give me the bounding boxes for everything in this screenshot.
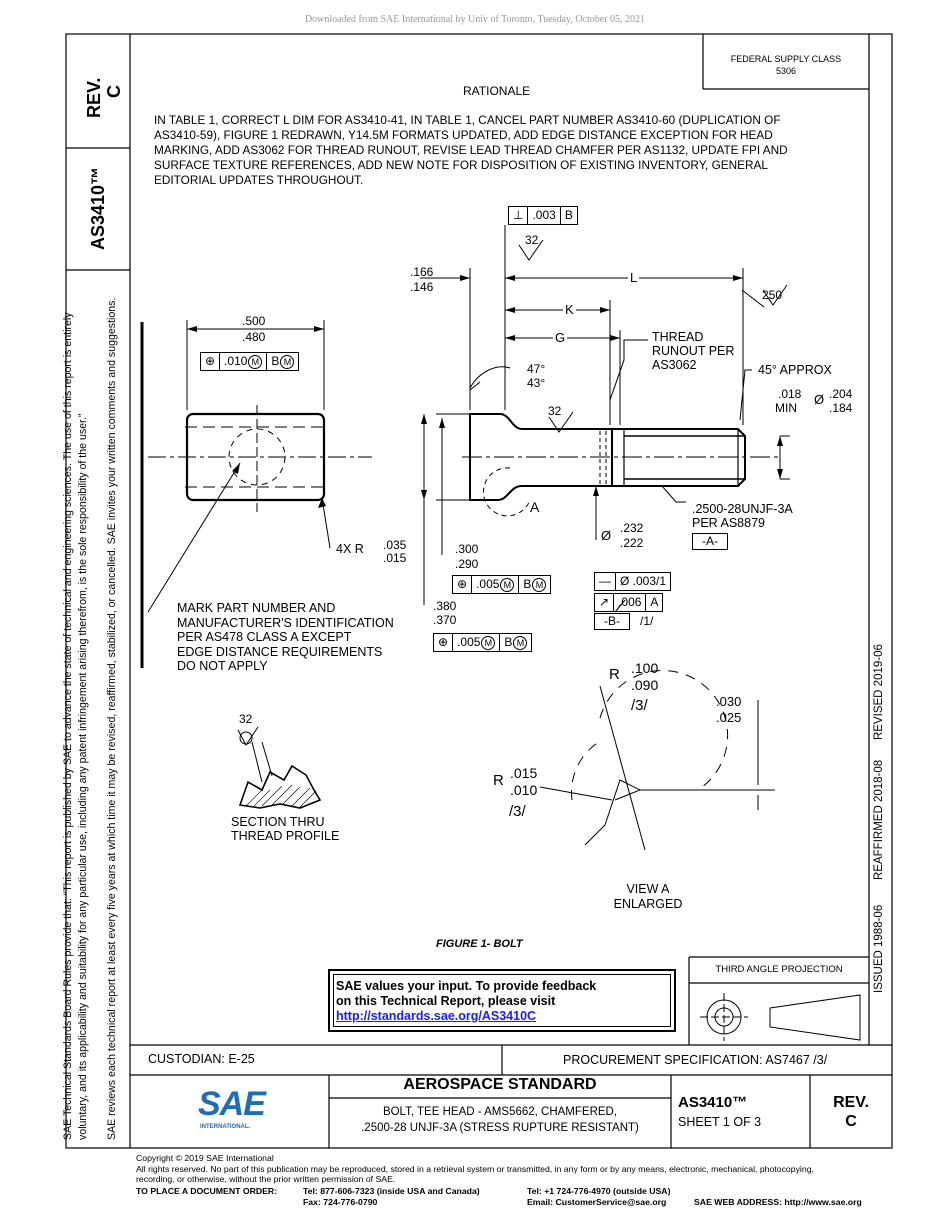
dim-500: .500 <box>242 314 266 328</box>
tel-us: Tel: 877-606-7323 (inside USA and Canada… <box>303 1186 480 1196</box>
copyright: Copyright © 2019 SAE International <box>136 1153 274 1163</box>
third-angle-projection-icon <box>700 995 860 1040</box>
fsc-label: FEDERAL SUPPLY CLASS <box>730 54 842 64</box>
thread-spec: .2500-28UNJF-3A <box>692 502 793 516</box>
dia-232: .232 <box>620 521 644 535</box>
projection-label: THIRD ANGLE PROJECTION <box>715 964 843 975</box>
feedback-line-1: SAE values your input. To provide feedba… <box>336 979 597 993</box>
description-line-1: BOLT, TEE HEAD - AMS5662, CHAMFERED, <box>382 1106 618 1118</box>
r-015b: .015 <box>510 765 538 781</box>
feedback-box: SAE values your input. To provide feedba… <box>328 969 676 1032</box>
rev-label: REV. <box>833 1094 869 1111</box>
dia-symbol-204: Ø <box>814 392 825 407</box>
description-line-2: .2500-28 UNJF-3A (STRESS RUPTURE RESISTA… <box>361 1122 639 1134</box>
dim-480: .480 <box>242 330 266 344</box>
dia-204: .204 <box>829 387 853 401</box>
approx-45: 45° APPROX <box>758 363 832 377</box>
dim-146: .146 <box>410 280 434 294</box>
thread-runout-note: THREAD RUNOUT PER AS3062 <box>652 330 735 372</box>
angle-47: 47° <box>527 362 546 376</box>
r-090: .090 <box>631 677 659 693</box>
dia-222: .222 <box>620 536 644 550</box>
min-label: MIN <box>775 401 797 415</box>
rationale-text: IN TABLE 1, CORRECT L DIM FOR AS3410-41,… <box>154 113 788 187</box>
dim-025: .025 <box>716 710 742 725</box>
dia-184: .184 <box>829 401 853 415</box>
finish-32-shank: 32 <box>548 404 562 418</box>
mark-note: MARK PART NUMBER AND MANUFACTURER'S IDEN… <box>177 601 394 673</box>
straightness-fcf: —Ø .003/1 <box>594 572 672 591</box>
dim-300: .300 <box>455 542 479 556</box>
figure-caption: FIGURE 1- BOLT <box>436 938 523 950</box>
dim-290: .290 <box>455 557 479 571</box>
sae-logo: SAE INTERNATIONAL. <box>198 1085 266 1130</box>
view-a-callout: A <box>530 499 540 515</box>
datum-a-box: -A- <box>692 533 728 550</box>
custodian: CUSTODIAN: E-25 <box>148 1052 255 1066</box>
r-100: .100 <box>631 660 659 676</box>
note-1: /1/ <box>640 614 654 628</box>
tel-outside: Tel: +1 724-776-4970 (outside USA) <box>527 1186 671 1196</box>
finish-32-top: 32 <box>525 233 539 247</box>
dim-370: .370 <box>433 613 457 627</box>
note-3-b: /3/ <box>509 803 526 820</box>
procurement-spec: PROCUREMENT SPECIFICATION: AS7467 /3/ <box>563 1053 828 1067</box>
fax: Fax: 724-776-0790 <box>303 1197 378 1207</box>
thread-per: PER AS8879 <box>692 516 765 530</box>
section-label: SECTION THRU THREAD PROFILE <box>231 815 340 843</box>
datum-b-box: -B- <box>594 613 630 630</box>
dim-K: K <box>563 302 576 317</box>
doc-number: AS3410™ <box>678 1094 748 1111</box>
r-035: .035 <box>383 538 407 552</box>
min-018: .018 <box>778 387 802 401</box>
sheet-number: SHEET 1 OF 3 <box>678 1115 762 1129</box>
dim-380: .380 <box>433 599 457 613</box>
rationale-title: RATIONALE <box>463 84 531 98</box>
email[interactable]: Email: CustomerService@sae.org <box>527 1197 667 1207</box>
angle-43: 43° <box>527 376 546 390</box>
rights-line-1: All rights reserved. No part of this pub… <box>136 1163 814 1174</box>
note-3-a: /3/ <box>631 697 648 714</box>
view-a-label: VIEW A ENLARGED <box>613 882 683 911</box>
web-address[interactable]: SAE WEB ADDRESS: http://www.sae.org <box>694 1197 862 1207</box>
r-015: .015 <box>383 551 407 565</box>
fsc-value: 5306 <box>775 66 797 76</box>
feedback-line-2: on this Technical Report, please visit <box>336 994 556 1008</box>
r-4x: 4X R <box>336 542 364 556</box>
r-label-100: R <box>609 666 620 683</box>
r-010: .010 <box>510 782 538 798</box>
finish-250: 250 <box>762 288 783 302</box>
order-label: TO PLACE A DOCUMENT ORDER: <box>136 1186 278 1196</box>
dim-030: .030 <box>716 694 742 709</box>
rev-value: C <box>845 1113 857 1130</box>
feedback-link[interactable]: http://standards.sae.org/AS3410C <box>336 1009 537 1023</box>
footer: Copyright © 2019 SAE International All r… <box>136 1153 814 1185</box>
dim-L: L <box>628 270 640 285</box>
standard-title: AEROSPACE STANDARD <box>403 1076 597 1093</box>
dia-symbol-232: Ø <box>601 528 612 543</box>
download-notice: Downloaded from SAE International by Uni… <box>304 14 646 25</box>
r-label-015: R <box>493 772 504 789</box>
dim-166: .166 <box>410 265 434 279</box>
rights-line-2: recording, or otherwise, without the pri… <box>136 1174 396 1184</box>
dim-G: G <box>553 330 568 345</box>
finish-32-section: 32 <box>239 712 253 726</box>
